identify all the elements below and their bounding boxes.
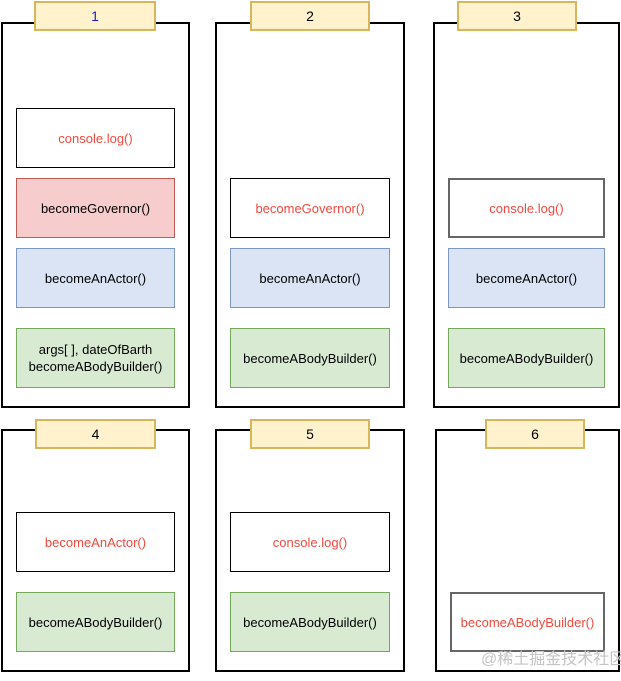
stack-frame-label: becomeAnActor() (44, 534, 147, 550)
panel-tab-2: 2 (250, 1, 370, 31)
stack-frame-label: becomeABodyBuilder() (243, 350, 377, 366)
stack-frame-box: args[ ], dateOfBarth becomeABodyBuilder() (16, 328, 175, 388)
panel-tab-5: 5 (250, 419, 370, 449)
stack-frame-box: becomeAnActor() (230, 248, 390, 308)
stack-frame-list: becomeGovernor() becomeAnActor() becomeABo… (217, 24, 403, 406)
stack-frame-panel-4: 4 becomeAnActor() becomeABodyBuilder() (1, 419, 190, 672)
stack-frame-panel-3: 3 console.log() becomeAnActor() becomeABod… (433, 1, 620, 408)
stack-frame-label: becomeAnActor() (44, 270, 147, 286)
stack-frame-box: becomeAnActor() (16, 248, 175, 308)
watermark: @稀土掘金技术社区 (481, 651, 621, 668)
stack-frame-box: becomeAnActor() (448, 248, 605, 308)
stack-frame-label: becomeAnActor() (475, 270, 578, 286)
stack-frame-box: becomeAnActor() (16, 512, 175, 572)
stack-frame-list: becomeABodyBuilder() (437, 431, 618, 670)
stack-frame-label: args[ ], dateOfBarth (38, 342, 153, 357)
stack-frame-box: becomeABodyBuilder() (450, 592, 605, 652)
stack-frame-box: becomeABodyBuilder() (230, 328, 390, 388)
panel-tab-6: 6 (485, 419, 585, 449)
stack-frame-panel-6: 6 becomeABodyBuilder() (435, 419, 620, 672)
panel-tab-number: 5 (306, 426, 314, 442)
stack-frame-label: becomeABodyBuilder() (460, 614, 595, 630)
panel-tab-1: 1 (34, 1, 156, 31)
stack-frame-box: becomeGovernor() (16, 178, 175, 238)
stack-frame-list: becomeAnActor() becomeABodyBuilder() (3, 431, 188, 670)
stack-frame-label: console.log() (58, 130, 133, 146)
stack-frame-box: console.log() (16, 108, 175, 168)
stack-frame-label: becomeABodyBuilder() (28, 359, 163, 374)
stack-frame-label: becomeABodyBuilder() (243, 614, 377, 630)
stack-frame-panel-1: 1 console.log() becomeGovernor() becomeAnA… (1, 1, 190, 408)
panel-tab-number: 3 (513, 8, 521, 24)
stack-frame-label: becomeGovernor() (255, 200, 365, 216)
stack-frame-label: becomeABodyBuilder() (28, 614, 163, 630)
panel-tab-4: 4 (35, 419, 156, 449)
stack-frame-list: console.log() becomeAnActor() becomeABodyB… (435, 24, 618, 406)
stack-frame-box: becomeGovernor() (230, 178, 390, 238)
stack-frame-box: console.log() (448, 178, 605, 238)
stack-frame-label: console.log() (272, 534, 348, 550)
stack-frame-list: console.log() becomeABodyBuilder() (217, 431, 403, 670)
stack-frame-label: becomeABodyBuilder() (459, 350, 594, 366)
stack-frame-panel-2: 2 becomeGovernor() becomeAnActor() becomeA… (215, 1, 405, 408)
stack-frame-label: becomeGovernor() (40, 200, 151, 216)
panel-tab-number: 2 (306, 8, 314, 24)
stack-frame-panel-5: 5 console.log() becomeABodyBuilder() (215, 419, 405, 672)
stack-frame-label: becomeAnActor() (259, 270, 361, 286)
panel-tab-number: 4 (91, 426, 100, 442)
panel-tab-3: 3 (457, 1, 577, 31)
stack-frame-label: console.log() (489, 200, 564, 216)
panel-tab-number: 6 (531, 426, 539, 442)
stack-frame-box: becomeABodyBuilder() (16, 592, 175, 652)
stack-frame-box: console.log() (230, 512, 390, 572)
stack-frame-box: becomeABodyBuilder() (448, 328, 605, 388)
panel-tab-number: 1 (91, 8, 99, 24)
stack-frame-list: console.log() becomeGovernor() becomeAnAct… (3, 24, 188, 406)
stack-frame-box: becomeABodyBuilder() (230, 592, 390, 652)
